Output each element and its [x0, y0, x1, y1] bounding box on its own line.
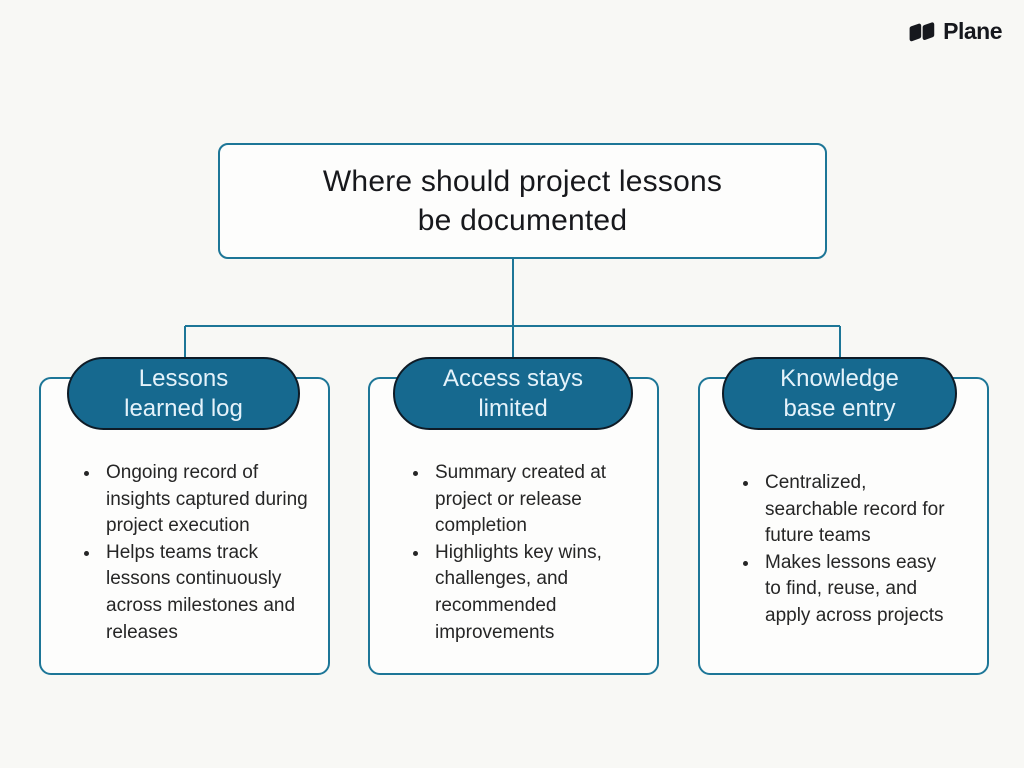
pill-label-line-2: limited: [478, 394, 548, 422]
branch-pill-lessons-learned-log: Lessons learned log: [67, 357, 300, 430]
bullet-item: Ongoing record of insights captured duri…: [101, 460, 309, 540]
root-title-line-2: be documented: [417, 204, 628, 237]
root-node-title: Where should project lessons be document…: [323, 162, 722, 240]
root-title-line-1: Where should project lessons: [322, 165, 723, 198]
bullet-item: Helps teams track lessons continuously a…: [101, 540, 309, 646]
plane-logo-icon: [909, 21, 935, 41]
branch-pill-knowledge-base-entry: Knowledge base entry: [722, 357, 957, 430]
root-node: Where should project lessons be document…: [218, 143, 827, 259]
bullet-item: Summary created at project or release co…: [430, 460, 638, 540]
branch-pill-access-stays-limited: Access stays limited: [393, 357, 633, 430]
bullet-list: Ongoing record of insights captured duri…: [41, 379, 328, 646]
bullet-list: Summary created at project or release co…: [370, 379, 657, 646]
bullet-item: Highlights key wins, challenges, and rec…: [430, 540, 638, 646]
pill-label-line-1: Access stays: [442, 365, 584, 393]
bullet-item: Centralized, searchable record for futur…: [760, 470, 956, 550]
pill-label-line-2: base entry: [783, 394, 896, 422]
pill-label-line-2: learned log: [124, 394, 243, 422]
pill-label-line-1: Knowledge: [780, 365, 899, 393]
branch-card-lessons-learned-log: Ongoing record of insights captured duri…: [39, 377, 330, 675]
bullet-list: Centralized, searchable record for futur…: [700, 379, 987, 630]
brand-logo: Plane: [907, 18, 1002, 45]
bullet-item: Makes lessons easy to find, reuse, and a…: [760, 550, 956, 630]
brand-name: Plane: [943, 18, 1002, 44]
pill-label-line-1: Lessons: [138, 365, 229, 393]
